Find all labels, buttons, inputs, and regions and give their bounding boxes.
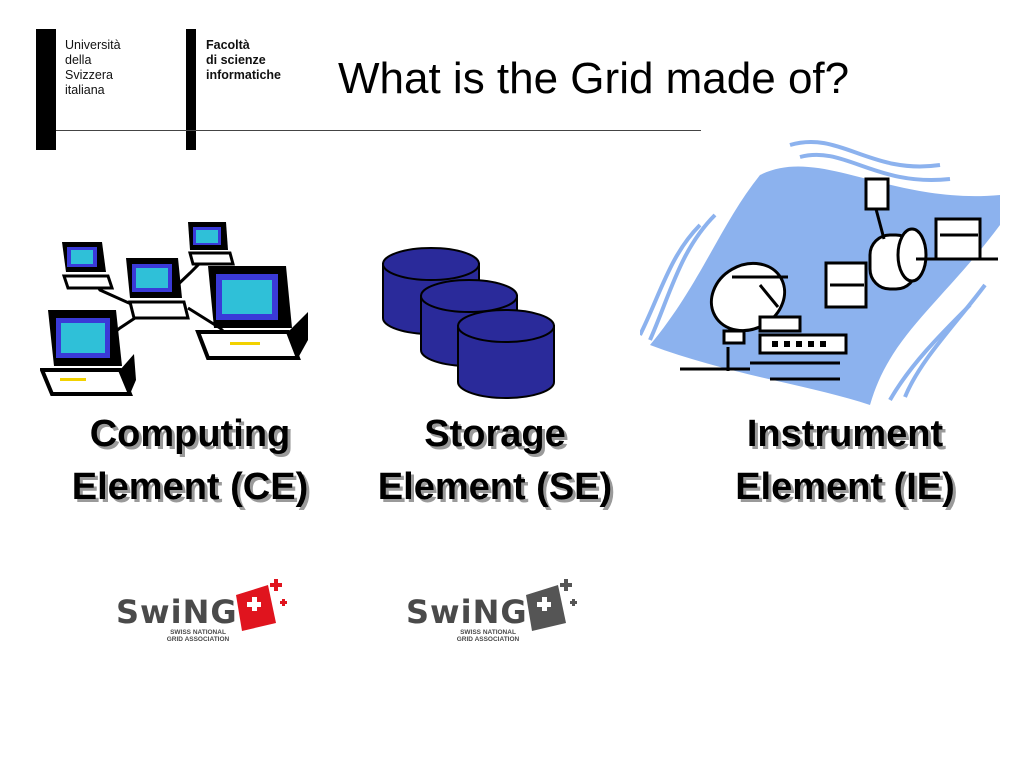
element-label-storage: Storage Element (SE) xyxy=(340,408,650,514)
swing-logo-subtitle: SWISS NATIONAL GRID ASSOCIATION xyxy=(162,629,234,643)
university-line: Università xyxy=(65,38,121,52)
slide-title: What is the Grid made of? xyxy=(338,54,850,103)
swing-logo-red: SwiNG SWISS NATIONAL GRID ASSOCIATION xyxy=(116,575,287,650)
element-label-line: Computing xyxy=(89,413,291,455)
university-line: della xyxy=(65,53,92,67)
faculty-line: di scienze xyxy=(206,53,266,67)
element-label-computing: Computing Element (CE) xyxy=(30,408,350,514)
university-name: Università della Svizzera italiana xyxy=(65,38,121,98)
header-rule xyxy=(56,130,701,131)
faculty-line: Facoltà xyxy=(206,38,250,52)
swing-logo-subtitle-line: SWISS NATIONAL xyxy=(170,629,226,636)
swing-logo-gray: SwiNG SWISS NATIONAL GRID ASSOCIATION xyxy=(406,575,577,650)
swing-logo-word: SwiNG xyxy=(406,593,528,631)
element-label-instrument: Instrument Element (IE) xyxy=(690,408,1000,514)
storage-cylinders-icon xyxy=(382,247,555,399)
swing-logo-subtitle-line: GRID ASSOCIATION xyxy=(456,636,520,643)
element-label-line: Element (SE) xyxy=(377,466,613,508)
swing-logo-subtitle-line: SWISS NATIONAL xyxy=(460,629,516,636)
element-label-line: Element (CE) xyxy=(71,466,309,508)
university-line: Svizzera xyxy=(65,68,113,82)
faculty-line: informatiche xyxy=(206,68,282,82)
satellite-dish-icon xyxy=(640,139,1000,405)
faculty-name: Facoltà di scienze informatiche xyxy=(206,38,281,83)
element-label-line: Instrument xyxy=(746,413,944,455)
swiss-cross-icon xyxy=(526,579,577,631)
header-bar-left xyxy=(36,29,56,150)
swing-logo-subtitle: SWISS NATIONAL GRID ASSOCIATION xyxy=(452,629,524,643)
swing-logo-word: SwiNG xyxy=(116,593,238,631)
networked-computers-icon xyxy=(40,222,308,396)
swiss-cross-icon xyxy=(236,579,287,631)
header-bar-right xyxy=(186,29,196,150)
element-label-line: Element (IE) xyxy=(735,466,955,508)
element-label-line: Storage xyxy=(424,413,566,455)
swing-logo-subtitle-line: GRID ASSOCIATION xyxy=(166,636,230,643)
university-line: italiana xyxy=(65,83,105,97)
